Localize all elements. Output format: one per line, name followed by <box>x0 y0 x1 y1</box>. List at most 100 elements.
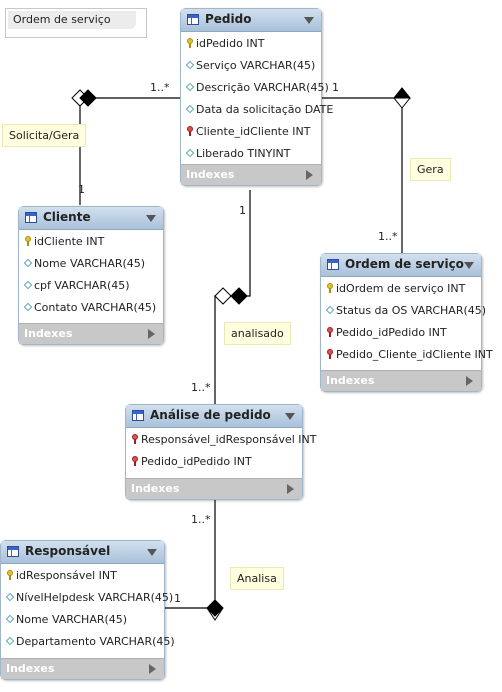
table-header[interactable]: Cliente <box>19 207 163 230</box>
foreign-key-icon <box>185 126 195 136</box>
table-title: Pedido <box>205 12 252 26</box>
column-list: idCliente INT Nome VARCHAR(45) cpf VARCH… <box>19 230 163 319</box>
column-row[interactable]: Serviço VARCHAR(45) <box>181 55 321 77</box>
column-row[interactable]: idOrdem de serviço INT <box>321 278 481 300</box>
attribute-diamond-icon <box>185 60 195 70</box>
expand-arrow-icon[interactable] <box>287 484 294 494</box>
diamond-analise-responsavel-bottom <box>206 607 224 621</box>
table-ordem-de-servico[interactable]: Ordem de serviço idOrdem de serviço INT … <box>320 253 493 392</box>
line-cliente-pedido <box>79 97 181 205</box>
table-title: Responsável <box>25 544 111 558</box>
primary-key-icon <box>23 236 33 246</box>
column-row[interactable]: Status da OS VARCHAR(45) <box>321 300 486 322</box>
indexes-footer[interactable]: Indexes <box>126 478 302 499</box>
attribute-diamond-icon <box>5 636 15 646</box>
collapse-triangle-icon[interactable] <box>304 17 314 24</box>
attribute-diamond-icon <box>325 305 335 315</box>
diagram-title: Ordem de serviço <box>8 11 136 29</box>
column-list: Responsável_idResponsável INT Pedido_idP… <box>126 428 317 473</box>
indexes-label: Indexes <box>326 374 375 387</box>
rel-label-analisado: analisado <box>224 322 291 345</box>
indexes-footer[interactable]: Indexes <box>181 164 321 185</box>
foreign-key-icon <box>130 456 140 466</box>
foreign-key-icon <box>325 349 335 359</box>
indexes-footer[interactable]: Indexes <box>1 658 164 679</box>
cardinality-pedido-ordem: 1 <box>332 81 339 94</box>
column-row[interactable]: idPedido INT <box>181 33 321 55</box>
table-header[interactable]: Ordem de serviço <box>321 254 481 277</box>
expand-arrow-icon[interactable] <box>306 170 313 180</box>
attribute-diamond-icon <box>185 82 195 92</box>
table-analise-de-pedido[interactable]: Análise de pedido Responsável_idResponsá… <box>125 404 317 500</box>
column-row[interactable]: Data da solicitação DATE <box>181 99 333 121</box>
column-row[interactable]: cpf VARCHAR(45) <box>19 275 163 297</box>
cardinality-pedido-side: 1..* <box>150 81 170 94</box>
collapse-triangle-icon[interactable] <box>285 413 295 420</box>
indexes-footer[interactable]: Indexes <box>321 370 481 391</box>
column-row[interactable]: Nome VARCHAR(45) <box>19 253 163 275</box>
table-icon <box>132 410 144 421</box>
column-row[interactable]: Pedido_Cliente_idCliente INT <box>321 344 493 366</box>
diamond-cliente-pedido-fill <box>79 89 97 107</box>
column-row[interactable]: Descrição VARCHAR(45) <box>181 77 329 99</box>
table-icon <box>25 212 37 223</box>
column-row[interactable]: NívelHelpdesk VARCHAR(45) <box>1 587 173 609</box>
attribute-diamond-icon <box>185 148 195 158</box>
cardinality-responsavel-side: 1 <box>174 592 181 605</box>
attribute-diamond-icon <box>23 258 33 268</box>
diamond-pedido-analise-left <box>214 287 232 305</box>
diagram-title-tab: Ordem de serviço <box>5 8 147 38</box>
collapse-triangle-icon[interactable] <box>146 215 156 222</box>
attribute-diamond-icon <box>5 592 15 602</box>
rel-label-solicita-gera: Solicita/Gera <box>2 124 87 147</box>
column-row[interactable]: Pedido_idPedido INT <box>126 451 302 473</box>
attribute-diamond-icon <box>185 104 195 114</box>
column-row[interactable]: idCliente INT <box>19 231 163 253</box>
table-responsavel[interactable]: Responsável idResponsável INT NívelHelpd… <box>0 540 175 680</box>
indexes-label: Indexes <box>6 662 55 675</box>
column-row[interactable]: Departamento VARCHAR(45) <box>1 631 175 653</box>
indexes-label: Indexes <box>186 168 235 181</box>
collapse-triangle-icon[interactable] <box>464 262 474 269</box>
indexes-label: Indexes <box>131 482 180 495</box>
cardinality-ordem-side: 1..* <box>378 230 398 243</box>
table-cliente[interactable]: Cliente idCliente INT Nome VARCHAR(45) c… <box>18 206 164 345</box>
diamond-pedido-analise-right <box>230 287 248 305</box>
table-header[interactable]: Análise de pedido <box>126 405 302 428</box>
column-row[interactable]: Responsável_idResponsável INT <box>126 429 317 451</box>
diamond-analise-responsavel-top <box>206 599 224 617</box>
expand-arrow-icon[interactable] <box>466 376 473 386</box>
collapse-triangle-icon[interactable] <box>147 549 157 556</box>
table-icon <box>7 546 19 557</box>
table-title: Análise de pedido <box>150 408 271 422</box>
rel-label-gera: Gera <box>410 158 451 181</box>
table-title: Cliente <box>43 210 91 224</box>
column-list: idResponsável INT NívelHelpdesk VARCHAR(… <box>1 564 175 653</box>
table-header[interactable]: Responsável <box>1 541 164 564</box>
indexes-label: Indexes <box>24 327 73 340</box>
column-list: idOrdem de serviço INT Status da OS VARC… <box>321 277 493 366</box>
column-row[interactable]: idResponsável INT <box>1 565 164 587</box>
table-header[interactable]: Pedido <box>181 9 321 32</box>
column-row[interactable]: Pedido_idPedido INT <box>321 322 481 344</box>
attribute-diamond-icon <box>5 614 15 624</box>
primary-key-icon <box>5 570 15 580</box>
cardinality-analise-side: 1..* <box>191 381 211 394</box>
foreign-key-icon <box>130 434 140 444</box>
column-row[interactable]: Cliente_idCliente INT <box>181 121 321 143</box>
indexes-footer[interactable]: Indexes <box>19 323 163 344</box>
expand-arrow-icon[interactable] <box>148 329 155 339</box>
table-icon <box>187 14 199 25</box>
column-row[interactable]: Liberado TINYINT <box>181 143 321 165</box>
column-row[interactable]: Contato VARCHAR(45) <box>19 297 163 319</box>
table-pedido[interactable]: Pedido idPedido INT Serviço VARCHAR(45) … <box>180 8 333 186</box>
cardinality-analise-responsavel: 1..* <box>191 513 211 526</box>
foreign-key-icon <box>325 327 335 337</box>
table-icon <box>327 259 339 270</box>
column-row[interactable]: Nome VARCHAR(45) <box>1 609 164 631</box>
expand-arrow-icon[interactable] <box>149 664 156 674</box>
cardinality-pedido-analise: 1 <box>239 204 246 217</box>
primary-key-icon <box>185 38 195 48</box>
attribute-diamond-icon <box>23 302 33 312</box>
